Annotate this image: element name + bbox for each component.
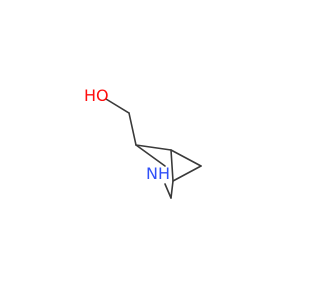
bond-c1-c5	[170, 149, 174, 182]
bond-ch2-c2	[128, 112, 137, 146]
bond-c5-c6	[172, 165, 202, 182]
bond-o-ch2	[105, 98, 130, 114]
bond-layer	[105, 98, 202, 199]
structure-diagram: HO NH	[84, 86, 202, 199]
bond-c2-c1	[135, 144, 172, 151]
hydroxyl-label: HO	[84, 86, 109, 105]
bond-n-c4	[164, 183, 172, 199]
bond-c4-c5	[170, 180, 174, 199]
bond-c1-c6	[170, 149, 202, 167]
amine-label: NH	[146, 164, 170, 183]
bond-c2-n	[135, 144, 166, 167]
